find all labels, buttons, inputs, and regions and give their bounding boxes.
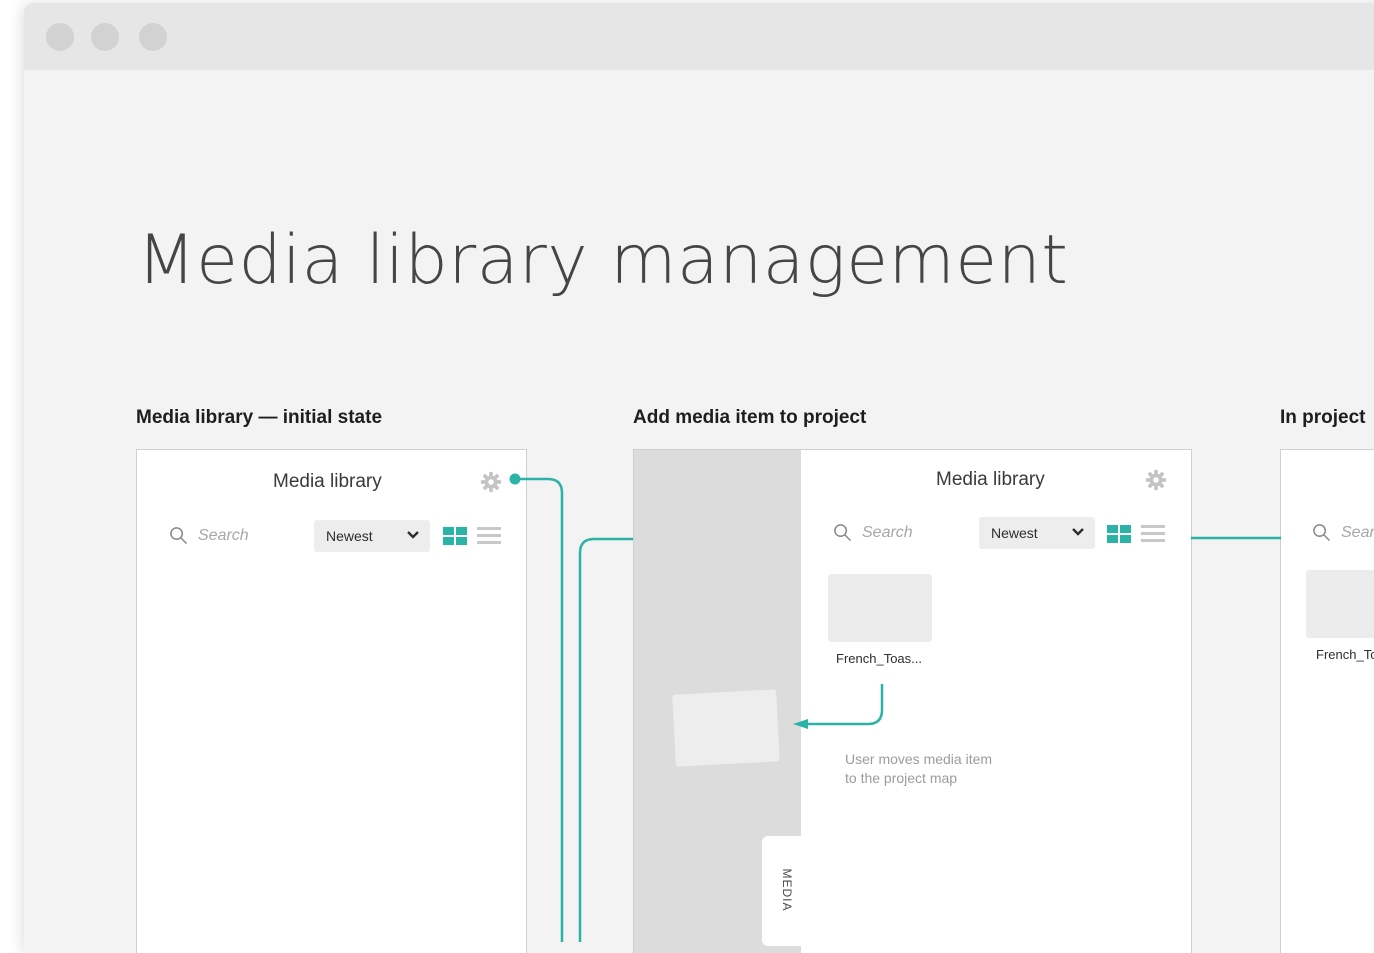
panel-title: Media library — [936, 469, 1045, 490]
chevron-down-icon — [1072, 528, 1084, 536]
project-map-area[interactable]: MEDIA — [634, 450, 802, 953]
search-icon — [834, 524, 851, 541]
gear-icon[interactable] — [480, 471, 502, 493]
page-title: Media library management — [137, 221, 1069, 300]
media-tab-label: MEDIA — [780, 868, 794, 912]
media-item-thumbnail[interactable] — [1306, 570, 1374, 638]
grid-view-icon[interactable] — [1107, 525, 1131, 543]
minimize-dot[interactable] — [91, 23, 119, 51]
sort-select[interactable]: Newest — [979, 517, 1095, 549]
maximize-dot[interactable] — [139, 23, 167, 51]
annotation-note: User moves media item to the project map — [845, 751, 993, 786]
panel-title: Media library — [273, 471, 382, 492]
sort-select-value: Newest — [326, 528, 373, 544]
search-field[interactable]: Search — [833, 523, 913, 542]
gear-icon[interactable] — [1145, 469, 1167, 491]
close-dot[interactable] — [46, 23, 74, 51]
media-item-name: French_To — [1316, 647, 1374, 662]
section-heading-add-media: Add media item to project — [633, 407, 867, 428]
app-window: Media library management Media library —… — [24, 3, 1374, 953]
media-item-name: French_Toas... — [836, 651, 922, 666]
media-library-panel-add-item: MEDIA Media library Search Newest — [633, 449, 1192, 953]
media-library-panel-initial: Media library Search Newest — [136, 449, 527, 953]
search-placeholder: Search — [1341, 523, 1374, 541]
search-field[interactable]: Search — [169, 526, 249, 545]
chevron-down-icon — [407, 531, 419, 539]
search-field[interactable]: Search — [1312, 523, 1374, 542]
search-placeholder: Search — [198, 526, 249, 544]
search-icon — [1313, 524, 1330, 541]
section-heading-in-project: In project — [1280, 407, 1366, 428]
list-view-icon[interactable] — [477, 527, 501, 545]
list-view-icon[interactable] — [1141, 525, 1165, 543]
media-tab[interactable] — [762, 836, 802, 946]
media-library-panel-in-project: Search French_To — [1280, 449, 1374, 953]
media-item-thumbnail[interactable] — [828, 574, 932, 642]
grid-view-icon[interactable] — [443, 527, 467, 545]
dragged-media-item[interactable] — [672, 689, 780, 767]
sort-select[interactable]: Newest — [314, 520, 430, 552]
search-icon — [170, 527, 187, 544]
title-bar — [24, 3, 1374, 70]
section-heading-initial-state: Media library — initial state — [136, 407, 383, 428]
search-placeholder: Search — [862, 523, 913, 541]
sort-select-value: Newest — [991, 525, 1038, 541]
